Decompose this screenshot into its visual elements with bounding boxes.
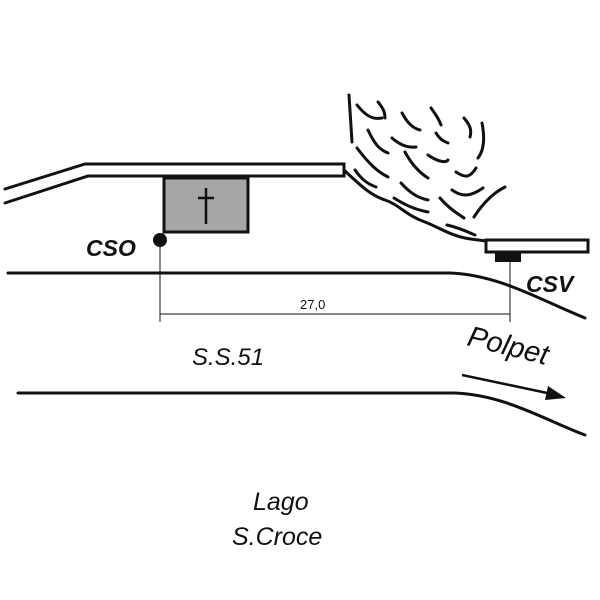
direction-arrow <box>461 373 553 396</box>
lake-label-line1: Lago <box>253 488 309 516</box>
road-label: S.S.51 <box>192 344 264 371</box>
distance-label: 27,0 <box>300 297 325 312</box>
lake-label-line2: S.Croce <box>232 523 322 551</box>
road-edge-upper <box>6 271 587 320</box>
cemetery-building <box>162 176 250 234</box>
arrow-head-icon <box>545 386 566 400</box>
hill-slope <box>342 168 488 243</box>
cross-icon <box>198 188 214 224</box>
direction-label: Polpet <box>464 321 553 372</box>
csv-marker <box>495 252 521 262</box>
vegetation-scrub <box>347 93 507 237</box>
dimension-line <box>159 240 511 322</box>
csv-platform <box>484 238 590 254</box>
csv-label: CSV <box>526 271 575 297</box>
road-edge-lower <box>16 391 587 437</box>
cso-label: CSO <box>86 235 136 261</box>
